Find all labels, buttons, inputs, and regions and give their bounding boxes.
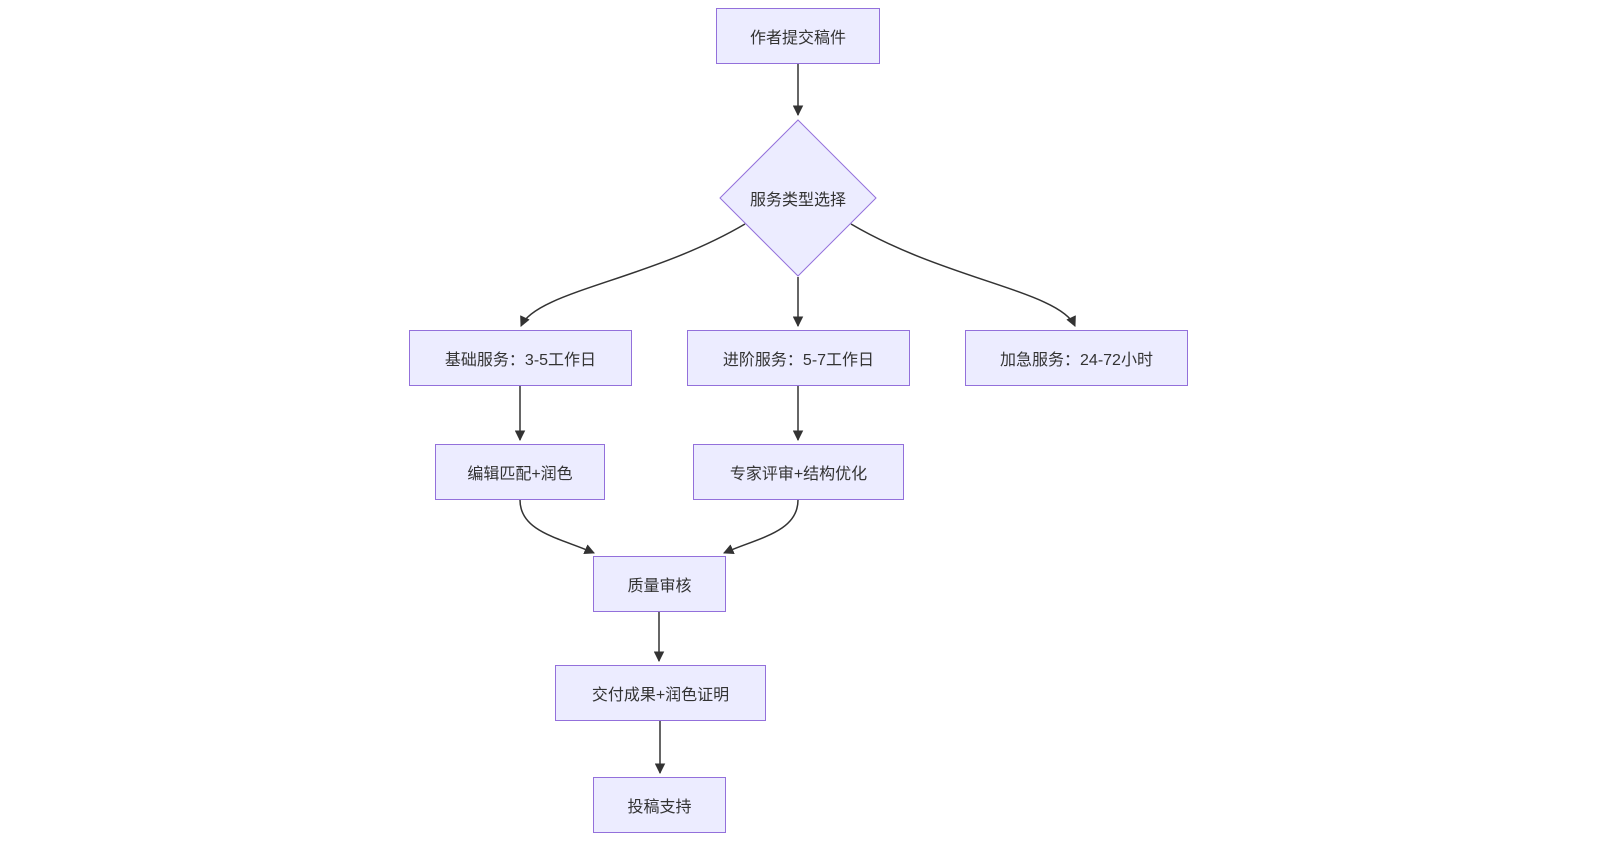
diamond-shape [719, 119, 877, 277]
node-edit-match-label: 编辑匹配+润色 [467, 466, 573, 483]
node-quality-label: 质量审核 [627, 578, 692, 595]
node-author-label: 作者提交稿件 [749, 30, 846, 47]
node-urgent: 加急服务：24-72小时 [965, 330, 1188, 386]
node-expert-review: 专家评审+结构优化 [693, 444, 904, 500]
node-deliver: 交付成果+润色证明 [555, 665, 766, 721]
node-advanced-label: 进阶服务：5-7工作日 [722, 352, 875, 369]
node-deliver-label: 交付成果+润色证明 [591, 687, 730, 704]
node-basic-label: 基础服务：3-5工作日 [444, 352, 597, 369]
node-submission: 投稿支持 [593, 777, 726, 833]
node-quality: 质量审核 [593, 556, 726, 612]
node-service-choice-diamond: 服务类型选择 [719, 119, 877, 277]
node-service-choice-label: 服务类型选择 [749, 192, 846, 209]
node-submission-label: 投稿支持 [627, 799, 692, 816]
node-edit-match: 编辑匹配+润色 [435, 444, 605, 500]
node-basic: 基础服务：3-5工作日 [409, 330, 632, 386]
node-expert-review-label: 专家评审+结构优化 [729, 466, 868, 483]
node-author: 作者提交稿件 [716, 8, 880, 64]
edge-editmatch-to-quality [519, 499, 595, 554]
node-urgent-label: 加急服务：24-72小时 [1000, 352, 1153, 369]
edge-choice-to-basic [520, 223, 746, 327]
edge-expert-to-quality [723, 499, 799, 554]
node-advanced: 进阶服务：5-7工作日 [687, 330, 910, 386]
edge-choice-to-urgent [850, 223, 1076, 327]
